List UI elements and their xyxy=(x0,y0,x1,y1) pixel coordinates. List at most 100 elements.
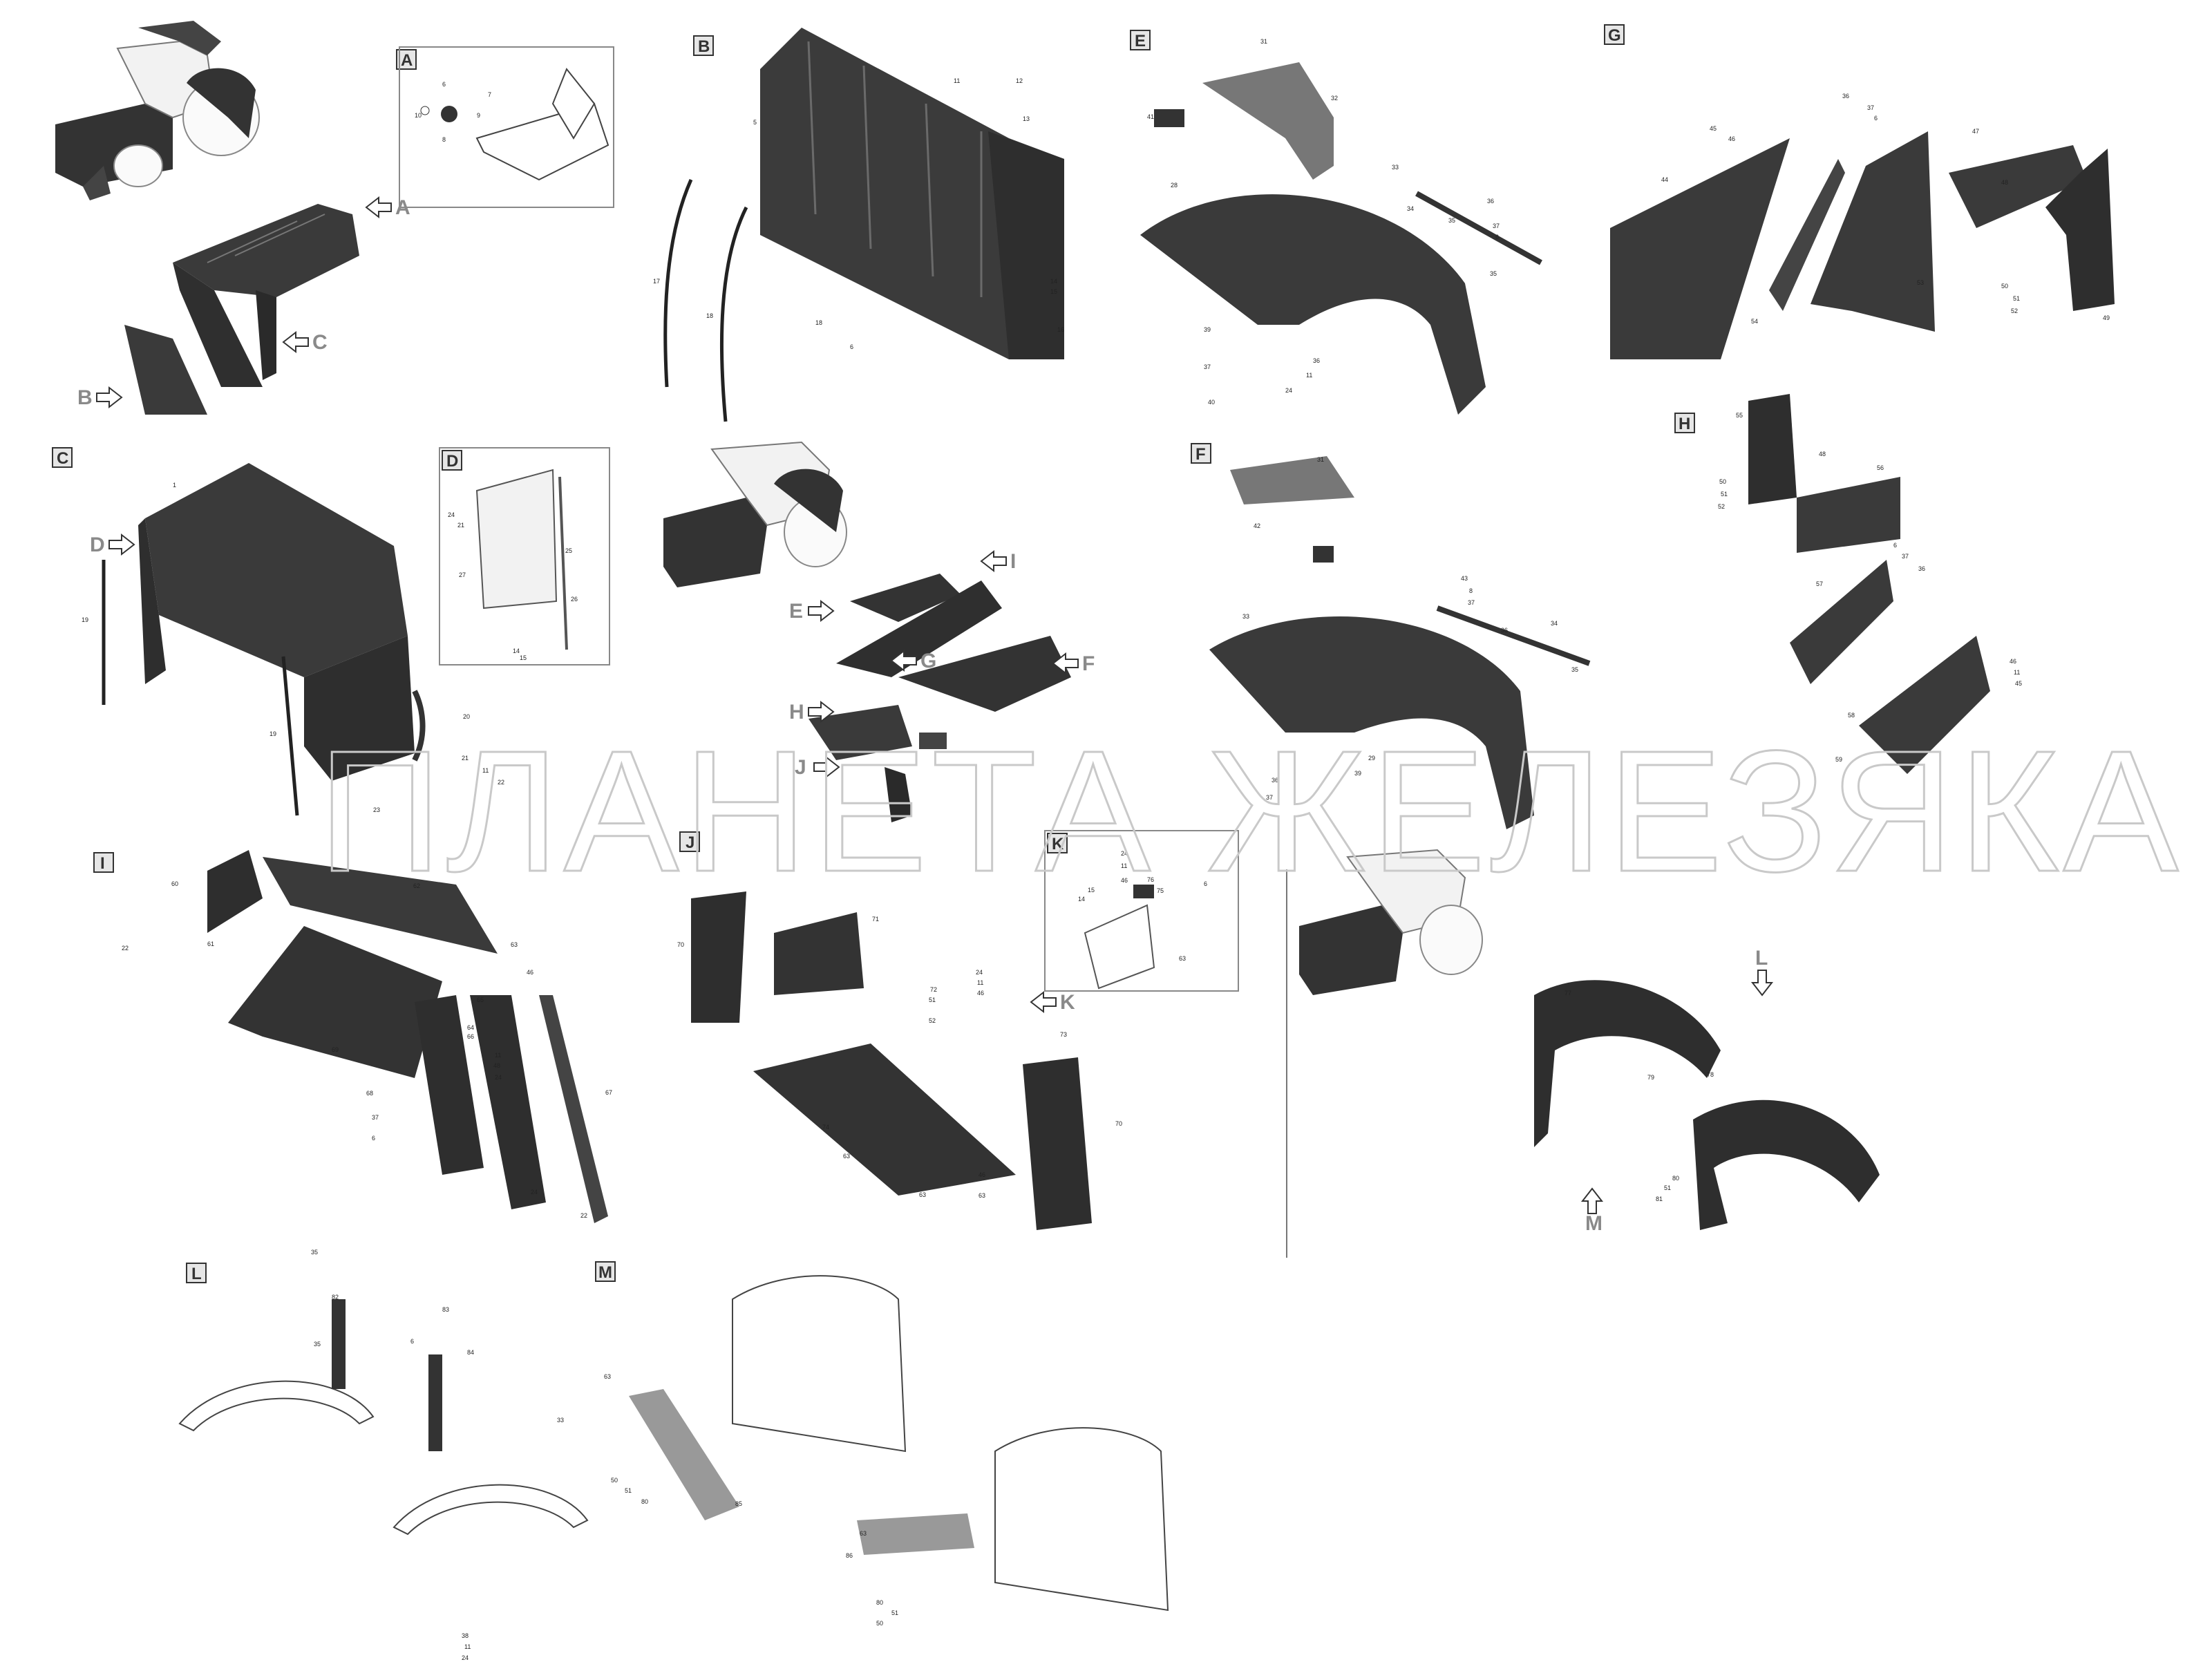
section-tag-F: F xyxy=(1191,443,1211,464)
part-label-I-15: 6 xyxy=(372,1135,375,1142)
part-label-G-11: 51 xyxy=(2013,295,2020,302)
arrow-letter: G xyxy=(920,650,936,672)
part-label-J-5: 72 xyxy=(930,986,937,993)
detail-A-bracket xyxy=(420,68,609,181)
arrow-letter: E xyxy=(789,600,803,623)
part-label-B-0: 5 xyxy=(753,119,757,126)
part-label-E-14: 11 xyxy=(1306,372,1312,379)
part-label-I-4: 63 xyxy=(511,941,518,948)
section-tags: A B E G C D F H I J K L M xyxy=(52,24,1695,1283)
watermark-text: ПЛАНЕТА ЖЕЛЕЗЯКА xyxy=(318,715,2182,907)
part-label-I-16: 24 xyxy=(531,1189,538,1196)
arrow-icon xyxy=(980,549,1007,573)
section-tag-M: M xyxy=(595,1261,616,1282)
part-label-F-10: 39 xyxy=(1354,770,1361,777)
part-label-E-2: 41 xyxy=(1147,113,1154,120)
part-label-I-10: 48 xyxy=(493,1062,500,1069)
part-label-D-2: 27 xyxy=(459,572,466,578)
part-label-G-4: 46 xyxy=(1728,135,1735,142)
part-label-G-2: 6 xyxy=(1874,115,1878,122)
detail-I-frame xyxy=(207,850,608,1223)
detail-B-side-panel xyxy=(663,28,1064,422)
part-label-B-5: 15 xyxy=(1050,288,1057,295)
detail-L-fenders xyxy=(178,1299,589,1536)
middle-exploded-parts xyxy=(809,574,1071,822)
section-tag-I: I xyxy=(93,852,114,873)
part-label-G-10: 50 xyxy=(2001,283,2008,290)
part-label-L-7: 38 xyxy=(462,1632,469,1639)
part-label-J-11: 63 xyxy=(843,1153,850,1160)
svg-text:G: G xyxy=(1608,26,1621,45)
arrow-callout-G: G xyxy=(890,649,936,672)
part-label-M-2: 51 xyxy=(625,1487,632,1494)
tractor-overview-middle xyxy=(663,441,847,587)
part-label-L-2: 35 xyxy=(314,1341,321,1348)
part-label-rear-fender-3: 80 xyxy=(1672,1175,1679,1182)
part-label-E-1: 32 xyxy=(1331,95,1338,102)
part-label-L-4: 6 xyxy=(410,1338,414,1345)
part-label-J-9: 74 xyxy=(822,1124,829,1131)
part-label-I-1: 61 xyxy=(207,941,214,947)
part-label-C-6: 22 xyxy=(498,779,504,786)
part-label-K-4: 15 xyxy=(1088,887,1095,894)
part-label-I-3: 62 xyxy=(413,882,420,889)
arrow-letter: B xyxy=(77,386,93,409)
part-label-I-9: 11 xyxy=(495,1052,501,1059)
detail-H-panels xyxy=(1748,394,1990,774)
part-label-H-6: 57 xyxy=(1816,580,1823,587)
part-label-C-2: 19 xyxy=(270,730,276,737)
part-label-L-0: 35 xyxy=(311,1249,318,1256)
part-label-F-3: 8 xyxy=(1469,587,1473,594)
detail-K-bracket xyxy=(1084,885,1155,990)
hood-assembly xyxy=(124,204,359,415)
part-label-I-18: 67 xyxy=(605,1089,612,1096)
part-label-F-4: 37 xyxy=(1468,599,1475,606)
part-label-K-6: 75 xyxy=(1157,887,1164,894)
part-label-J-1: 71 xyxy=(872,916,879,923)
part-label-J-10: 46 xyxy=(979,1171,985,1178)
detail-frames xyxy=(399,46,1287,1258)
section-tag-D: D xyxy=(442,450,462,471)
part-label-E-9: 28 xyxy=(1171,182,1178,189)
arrow-letter: I xyxy=(1010,550,1016,573)
part-label-K-5: 76 xyxy=(1147,876,1154,883)
part-label-H-8: 37 xyxy=(1902,553,1909,560)
detail-J-step xyxy=(691,891,1092,1230)
part-label-E-4: 34 xyxy=(1407,205,1414,212)
part-label-L-1: 82 xyxy=(332,1294,339,1301)
part-label-M-0: 63 xyxy=(604,1373,611,1380)
part-label-H-11: 11 xyxy=(2014,669,2020,676)
part-label-B-4: 14 xyxy=(1050,278,1057,285)
svg-text:D: D xyxy=(446,452,458,471)
part-label-J-7: 52 xyxy=(929,1017,936,1024)
arrow-icon xyxy=(808,599,835,623)
part-label-F-11: 36 xyxy=(1272,777,1278,784)
part-label-F-9: 29 xyxy=(1368,755,1375,762)
part-label-I-7: 65 xyxy=(477,997,484,1003)
part-label-M-7: 80 xyxy=(876,1599,883,1606)
arrow-icon xyxy=(1052,652,1079,675)
arrow-callout-E: E xyxy=(789,599,835,623)
arrow-callout-A: A xyxy=(365,196,410,219)
part-label-F-6: 34 xyxy=(1551,620,1558,627)
part-label-H-5: 56 xyxy=(1877,464,1884,471)
part-label-I-6: 64 xyxy=(467,1024,474,1031)
part-label-F-8: 33 xyxy=(1242,613,1249,620)
arrow-callout-J: J xyxy=(795,755,840,779)
part-label-C-5: 11 xyxy=(482,767,489,774)
part-label-H-4: 52 xyxy=(1718,503,1725,510)
part-label-M-8: 51 xyxy=(891,1609,898,1616)
part-label-H-13: 58 xyxy=(1848,712,1855,719)
detail-frame-D xyxy=(439,447,610,665)
part-label-rear-fender-0: 77 xyxy=(1565,990,1571,997)
part-label-F-7: 35 xyxy=(1571,666,1578,673)
part-label-M-6: 86 xyxy=(846,1552,853,1559)
part-label-D-4: 26 xyxy=(571,596,578,603)
part-label-K-0: 24 xyxy=(1121,850,1128,857)
arrow-callout-M: M xyxy=(1580,1187,1604,1235)
part-label-E-11: 39 xyxy=(1204,326,1211,333)
part-label-D-1: 21 xyxy=(457,522,464,529)
arrow-icon xyxy=(813,755,840,779)
arrow-callout-L: L xyxy=(1750,947,1774,997)
